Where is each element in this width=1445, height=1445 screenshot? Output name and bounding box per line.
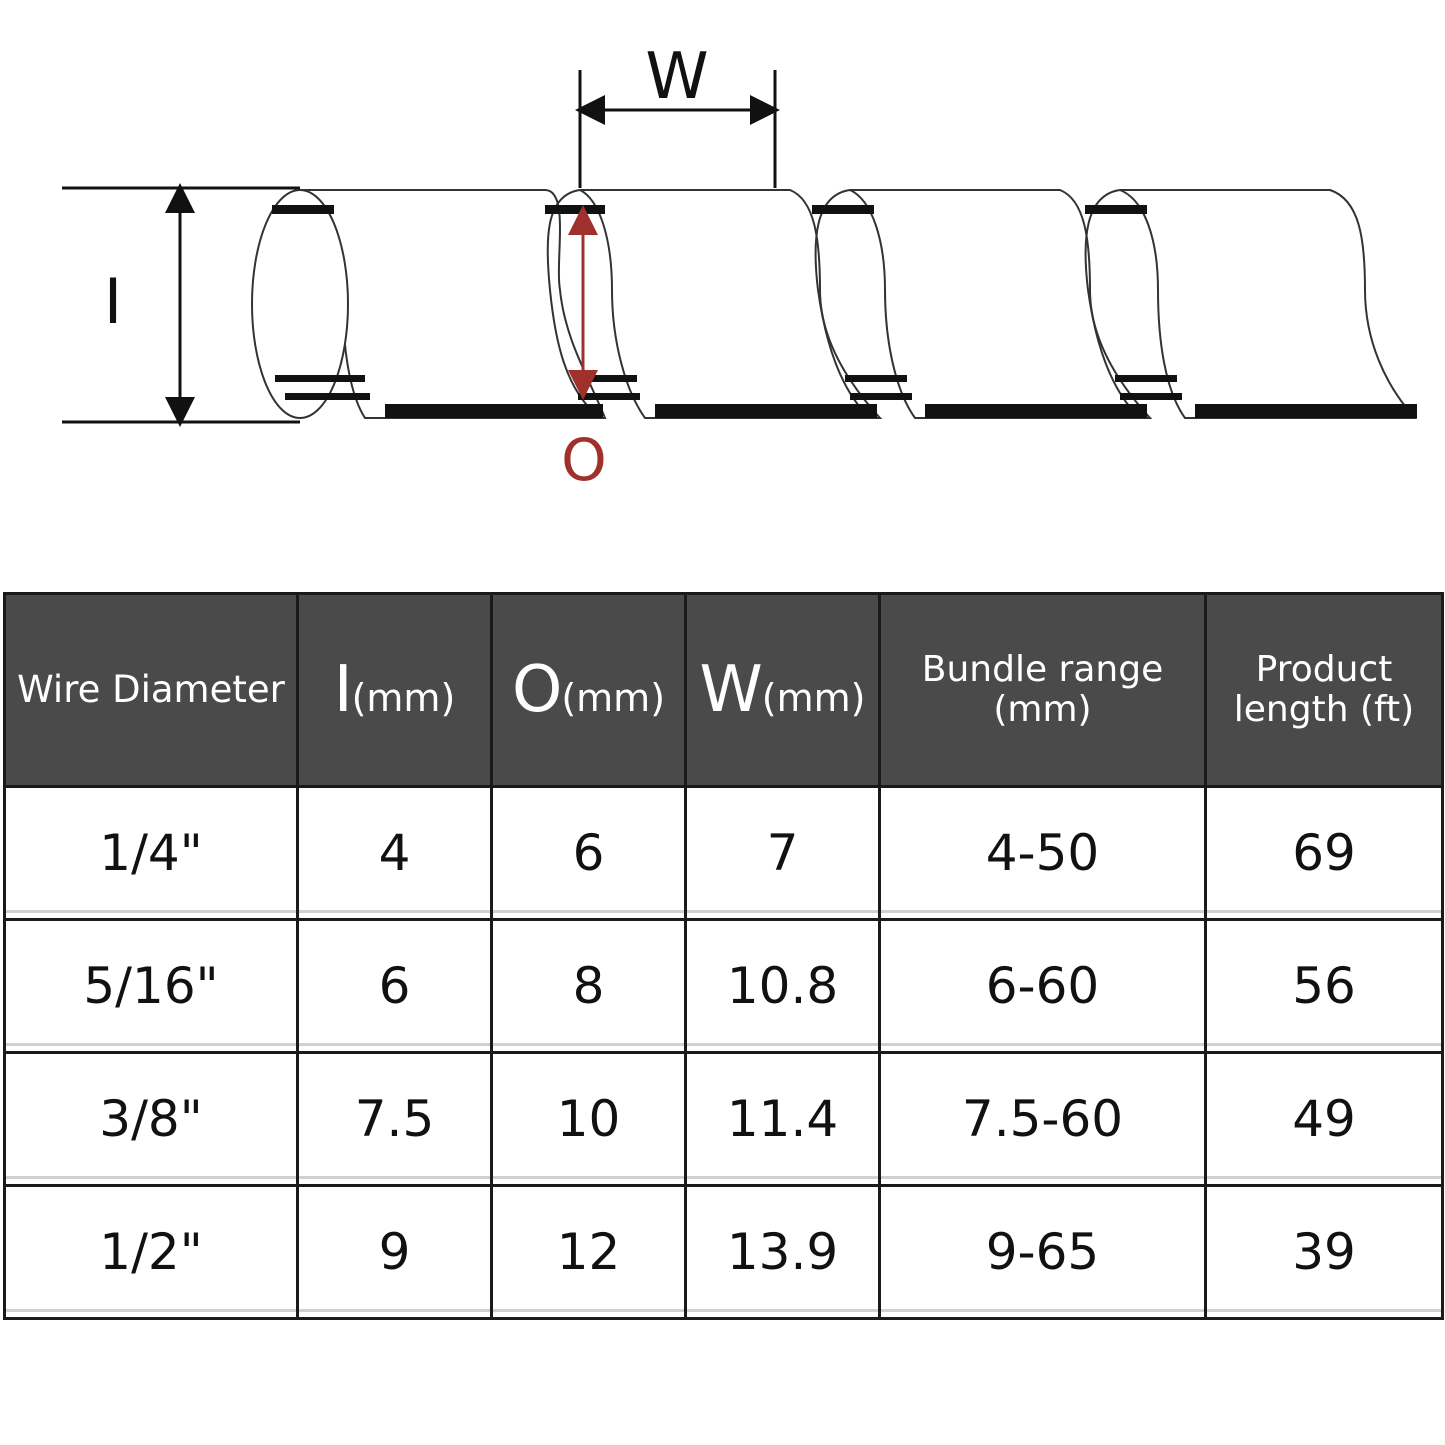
label-w: W [645,40,708,114]
header-bundle-range: Bundle range (mm) [878,592,1207,788]
header-row: Wire Diameter I(mm) O(mm) W(mm) Bundle r… [3,592,1444,788]
label-o: O [561,426,607,494]
cell-wire-diameter: 1/4" [3,785,299,921]
cell-outer: 8 [490,918,687,1054]
width-dimension [575,70,780,188]
cell-inner: 6 [296,918,493,1054]
table-row: 5/16" 6 8 10.8 6-60 56 [3,918,1444,1054]
cell-width: 7 [684,785,881,921]
cell-inner: 9 [296,1184,493,1320]
cell-inner: 4 [296,785,493,921]
cell-length: 39 [1204,1184,1444,1320]
header-width: W(mm) [684,592,881,788]
header-product-length: Product length (ft) [1204,592,1444,788]
cell-width: 11.4 [684,1051,881,1187]
header-inner-diameter: I(mm) [296,592,493,788]
spiral-tube [251,189,1418,419]
cell-wire-diameter: 5/16" [3,918,299,1054]
cell-bundle: 9-65 [878,1184,1207,1320]
cell-outer: 12 [490,1184,687,1320]
table-row: 1/2" 9 12 13.9 9-65 39 [3,1184,1444,1320]
cell-length: 69 [1204,785,1444,921]
header-wire-diameter: Wire Diameter [3,592,299,788]
cell-bundle: 7.5-60 [878,1051,1207,1187]
spiral-wrap-diagram: W I O [62,40,1418,494]
label-i: I [104,265,122,338]
header-outer-diameter: O(mm) [490,592,687,788]
cell-bundle: 4-50 [878,785,1207,921]
table-row: 3/8" 7.5 10 11.4 7.5-60 49 [3,1051,1444,1187]
cell-wire-diameter: 3/8" [3,1051,299,1187]
spiral-edge-bands [272,205,1417,418]
cell-bundle: 6-60 [878,918,1207,1054]
cell-outer: 10 [490,1051,687,1187]
cell-inner: 7.5 [296,1051,493,1187]
cell-width: 10.8 [684,918,881,1054]
spec-table: Wire Diameter I(mm) O(mm) W(mm) Bundle r… [3,592,1444,1320]
cell-outer: 6 [490,785,687,921]
cell-length: 56 [1204,918,1444,1054]
cell-width: 13.9 [684,1184,881,1320]
cell-length: 49 [1204,1051,1444,1187]
cell-wire-diameter: 1/2" [3,1184,299,1320]
table-row: 1/4" 4 6 7 4-50 69 [3,785,1444,921]
inner-diameter-guides [62,183,300,427]
